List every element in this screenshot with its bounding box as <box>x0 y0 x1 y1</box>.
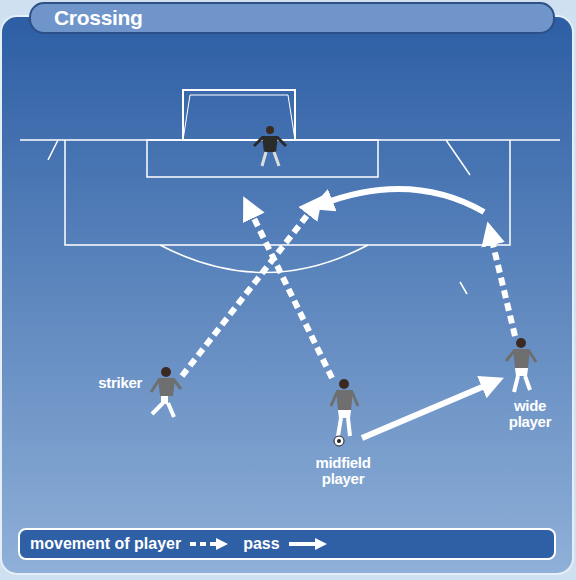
legend-box: movement of player pass <box>18 528 556 560</box>
wide-player-figure <box>506 338 536 392</box>
player-label: wide player <box>504 398 556 430</box>
legend-item: movement of player <box>30 535 229 553</box>
legend-item: pass <box>243 535 327 553</box>
solid-arrow-sample <box>288 537 328 551</box>
player-label: midfield player <box>308 455 378 487</box>
dashed-arrow-sample <box>189 537 229 551</box>
striker-figure <box>151 367 181 417</box>
midfield-figure <box>331 379 358 446</box>
legend-text: pass <box>243 535 279 553</box>
diagram-title: Crossing <box>54 4 143 32</box>
goalkeeper-figure <box>254 126 286 166</box>
player-label: striker <box>62 375 142 391</box>
legend-text: movement of player <box>30 535 181 553</box>
